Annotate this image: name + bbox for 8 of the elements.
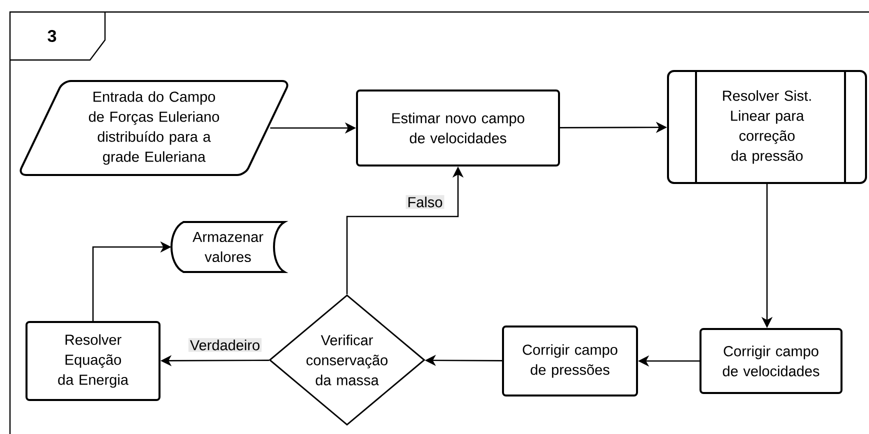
process-box: Corrigir campo de velocidades: [700, 328, 842, 394]
predefined-process-box: Resolver Sist. Linear para correção da pressão: [667, 70, 868, 184]
process-box: Resolver Equação da Energia: [26, 321, 160, 401]
edge-label: Verdadeiro: [188, 338, 262, 352]
process-box: Estimar novo campo de velocidades: [356, 90, 560, 166]
edge-label: Falso: [406, 195, 444, 209]
input-parallelogram: Entrada do Campo de Forças Euleriano distribuído para a grade Euleriana: [20, 80, 288, 176]
process-box: Corrigir campo de pressões: [502, 326, 638, 396]
